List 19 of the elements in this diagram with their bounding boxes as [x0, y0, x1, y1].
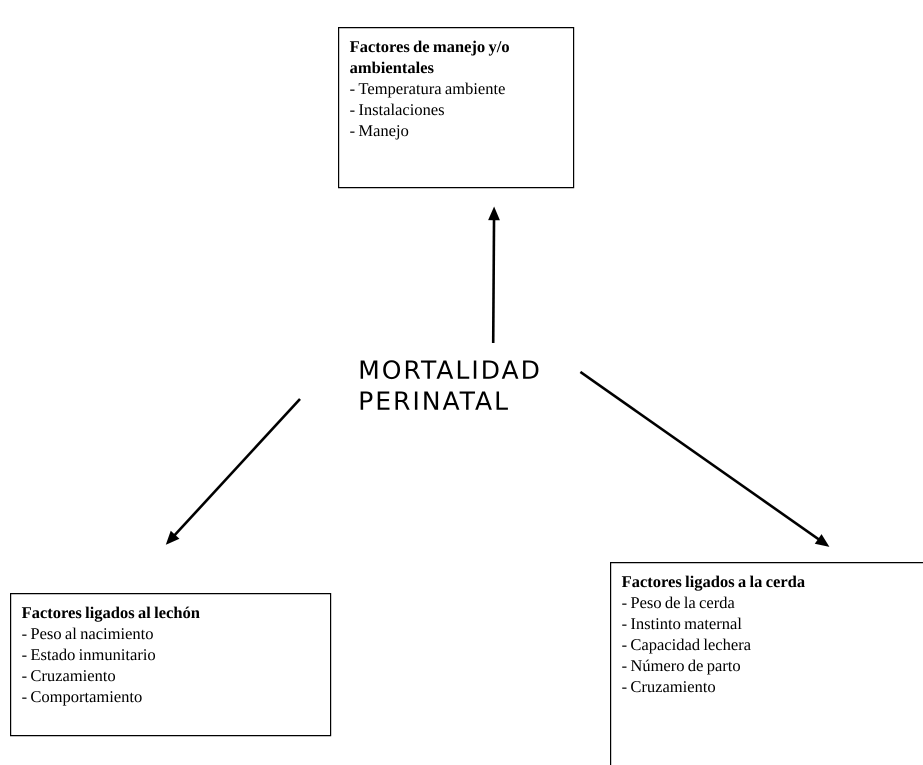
- list-item: - Manejo: [350, 125, 408, 140]
- list-item: - Número de parto: [622, 660, 740, 675]
- factor-box: [338, 27, 574, 188]
- list-item: - Cruzamiento: [22, 670, 116, 682]
- factor-box: [610, 562, 923, 765]
- list-item: - Instinto maternal: [622, 618, 742, 630]
- list-item: - Instalaciones: [350, 104, 444, 116]
- heading: Factores ligados a la cerda: [622, 576, 805, 591]
- list-item: - Peso al nacimiento: [22, 628, 153, 640]
- list-item: - Peso de la cerda: [622, 596, 735, 608]
- heading: Factores de manejo y/o ambientales: [350, 40, 509, 74]
- factor-box: [10, 593, 332, 736]
- list-item: - Comportamiento: [22, 691, 142, 706]
- list-item: - Estado inmunitario: [22, 648, 156, 660]
- center-label: MORTALIDAD PERINATAL: [360, 360, 538, 410]
- list-item: - Temperatura ambiente: [350, 82, 505, 98]
- list-item: - Capacidad lechera: [622, 638, 751, 654]
- list-item: - Cruzamiento: [622, 681, 716, 692]
- heading: Factores ligados al lechón: [22, 606, 200, 622]
